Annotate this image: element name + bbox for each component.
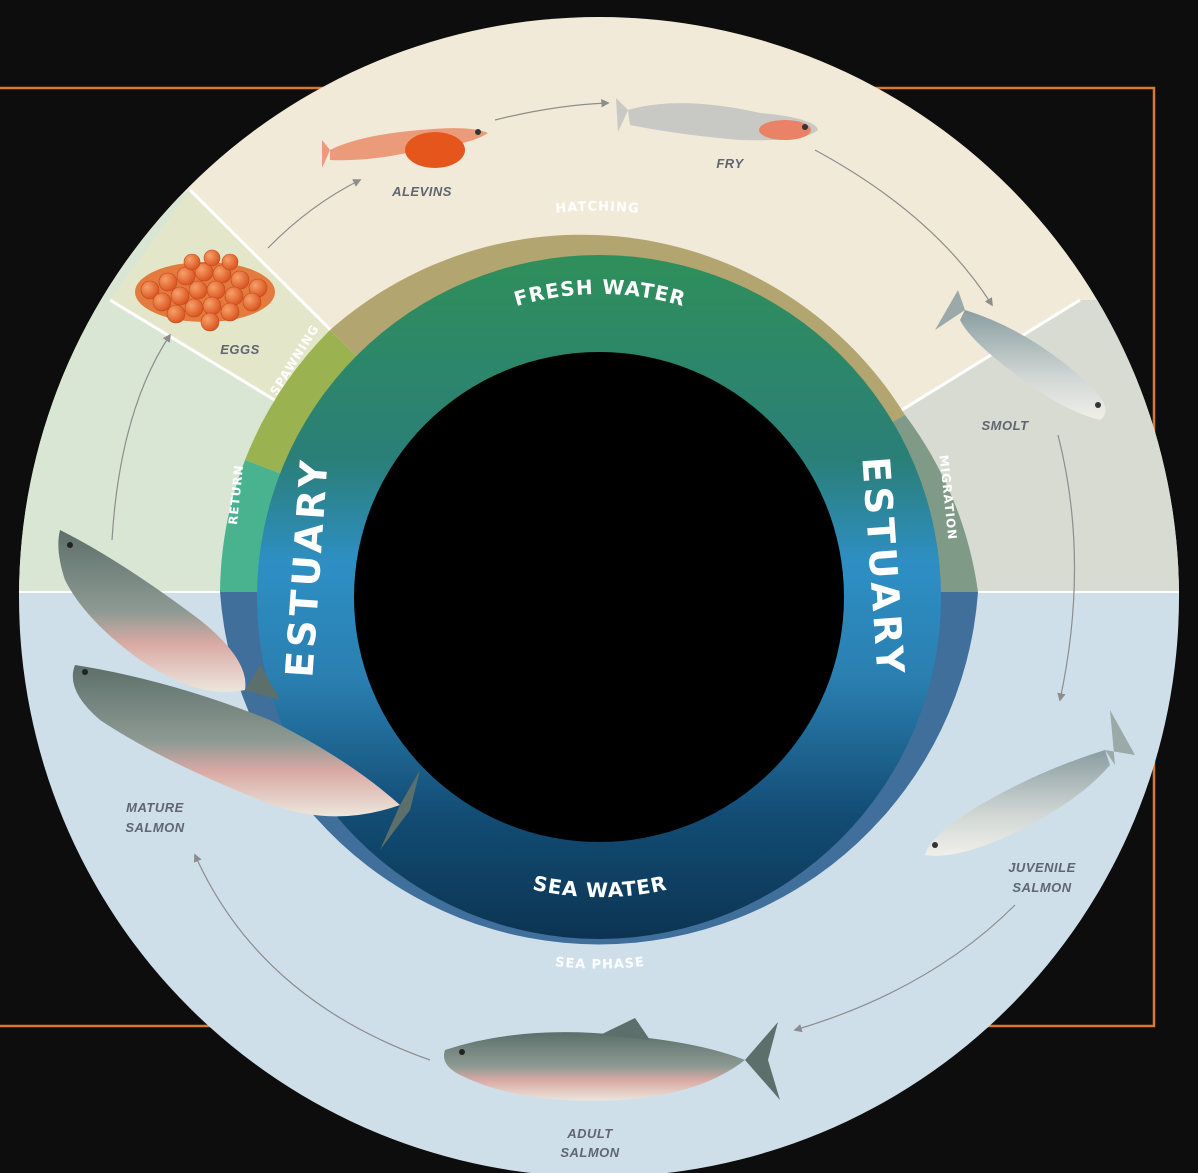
alevins-label: ALEVINS [391, 184, 452, 199]
mature-label-line2: SALMON [125, 820, 184, 835]
mature-label-line1: MATURE [126, 800, 184, 815]
juvenile-label-line2: SALMON [1012, 880, 1071, 895]
eggs-label: EGGS [220, 342, 260, 357]
smolt-label: SMOLT [981, 418, 1029, 433]
center-hole [354, 352, 844, 842]
juvenile-label-line1: JUVENILE [1008, 860, 1076, 875]
adult-label-line2: SALMON [560, 1145, 619, 1160]
adult-label-line1: ADULT [566, 1126, 613, 1141]
fry-label: FRY [716, 156, 744, 171]
hatching-label: HATCHING [555, 200, 641, 217]
sea-phase-label: SEA PHASE [554, 955, 645, 973]
